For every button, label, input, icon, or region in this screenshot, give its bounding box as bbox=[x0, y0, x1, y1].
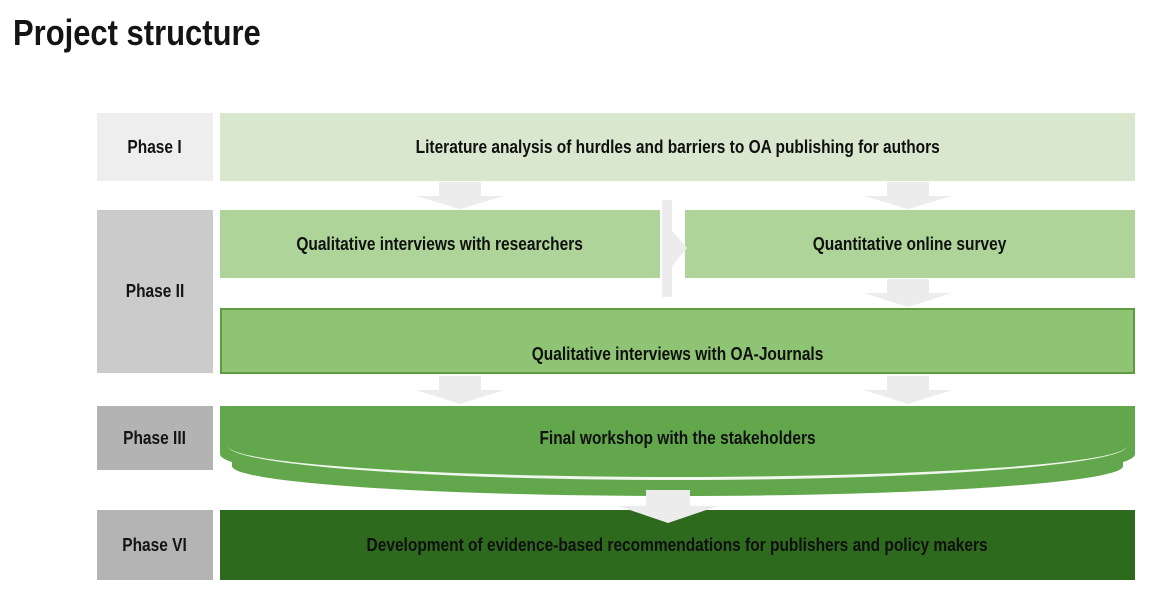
down-arrow-icon bbox=[864, 182, 952, 209]
phase-2-label: Phase II bbox=[97, 210, 213, 373]
bar-quantitative-survey: Quantitative online survey bbox=[685, 210, 1135, 278]
page-title: Project structure bbox=[13, 12, 261, 53]
bar-literature-analysis: Literature analysis of hurdles and barri… bbox=[220, 113, 1135, 181]
bar-final-workshop: Final workshop with the stakeholders bbox=[220, 406, 1135, 490]
down-arrow-icon bbox=[416, 182, 504, 209]
phase-1-label: Phase I bbox=[97, 113, 213, 181]
bar-recommendations: Development of evidence-based recommenda… bbox=[220, 510, 1135, 580]
bar-qualitative-interviews: Qualitative interviews with researchers bbox=[220, 210, 660, 278]
down-arrow-icon bbox=[864, 279, 952, 307]
phase-3-label: Phase III bbox=[97, 406, 213, 470]
bar-oa-journal-interviews: Qualitative interviews with OA-Journals bbox=[220, 308, 1135, 374]
right-arrow-icon bbox=[658, 200, 688, 297]
phase-4-label: Phase VI bbox=[97, 510, 213, 580]
down-arrow-icon bbox=[618, 489, 718, 523]
down-arrow-icon bbox=[416, 376, 504, 404]
down-arrow-icon bbox=[864, 376, 952, 404]
